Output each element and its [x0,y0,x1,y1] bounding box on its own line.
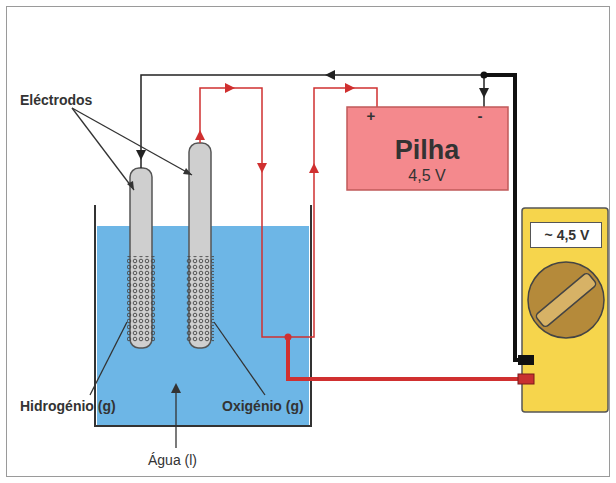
battery-voltage: 4,5 V [408,167,445,185]
multimeter-display: ~ 4,5 V [530,222,602,248]
black-terminal [518,355,534,365]
arrowhead [171,383,181,393]
arrowhead [257,163,267,173]
display-reading: ~ 4,5 V [545,227,590,243]
electrodes-label: Eléctrodos [20,92,92,108]
battery: + - Pilha4,5 V [347,107,508,190]
meter-lead [288,337,524,379]
hydrogen-label: Hidrogénio (g) [20,398,116,414]
battery-body [347,107,508,190]
multimeter-body [522,208,608,412]
leader-line [72,108,192,175]
multimeter-dial [528,262,604,338]
arrowhead [183,168,192,175]
oxygen-label: Oxigénio (g) [222,398,304,414]
dial-knob [535,272,597,328]
arrowhead [225,83,235,93]
leader-line [175,385,176,448]
leader-line [72,108,134,190]
red-terminal [518,374,534,384]
arrowhead [479,88,489,98]
arrowhead [127,181,134,190]
oxygen-bubbles [186,256,214,342]
arrowhead [195,130,205,140]
battery-name: Pilha [395,135,460,166]
leader-line [214,322,265,395]
negative-terminal-sign: - [478,107,483,124]
leader-line [90,322,127,395]
frame [7,7,610,477]
hydrogen-bubbles [127,256,155,342]
arrowhead [345,83,355,93]
arrowhead [136,150,146,160]
arrowhead [309,163,319,173]
arrowhead [325,70,335,80]
positive-terminal-sign: + [367,107,376,124]
water-label: Água (l) [148,452,197,468]
